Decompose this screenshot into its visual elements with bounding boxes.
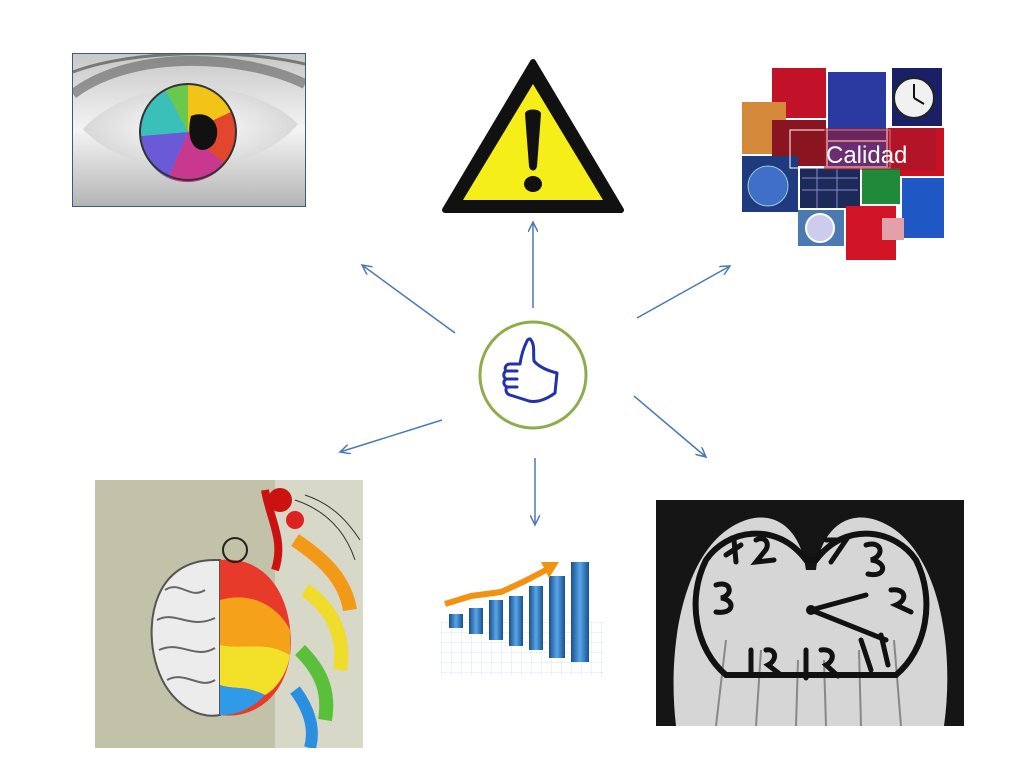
arrow-to-brain — [340, 419, 443, 452]
quality-caption: Calidad — [826, 142, 907, 169]
brain-icon — [95, 480, 363, 748]
growth-chart-icon — [441, 562, 604, 676]
quality-collage-icon: Calidad — [742, 68, 944, 260]
growth-chart-image — [441, 552, 604, 676]
arrow-to-eye — [362, 265, 456, 334]
thumbs-up-icon — [502, 337, 559, 403]
clock-hands-icon — [656, 500, 964, 726]
brain-image — [95, 480, 363, 748]
clock-hands-image — [656, 500, 964, 726]
eye-image — [72, 53, 306, 207]
center-node — [477, 319, 589, 431]
quality-collage-image: Calidad — [742, 58, 948, 264]
warning-icon — [442, 59, 624, 213]
arrow-to-clock-hands — [633, 395, 706, 457]
arrow-to-quality — [636, 266, 730, 319]
warning-image — [441, 56, 625, 216]
